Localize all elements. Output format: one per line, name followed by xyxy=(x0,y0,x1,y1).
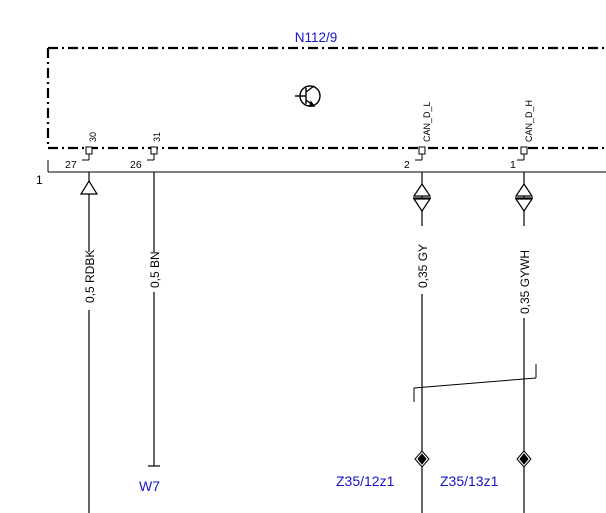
wire-gy xyxy=(412,172,432,513)
terminal-label: CAN_D_H xyxy=(524,100,534,142)
splice-label-high: Z35/13z1 xyxy=(440,473,499,489)
twisted-pair-bracket xyxy=(413,364,537,402)
pin-socket xyxy=(418,146,426,155)
pin-27: 30 27 xyxy=(65,132,98,171)
splice-label-low: Z35/12z1 xyxy=(336,473,395,489)
terminal-label: 30 xyxy=(88,132,98,142)
pin-1: CAN_D_H 1 xyxy=(510,100,534,171)
pin-socket xyxy=(85,146,93,155)
terminal-label: 31 xyxy=(152,132,162,142)
module-boundary xyxy=(46,46,606,150)
pin-number: 27 xyxy=(65,159,77,171)
ground-reference: W7 xyxy=(139,478,160,494)
splice-diamond-high xyxy=(516,450,532,468)
wire-label-bn: 0,5 BN xyxy=(148,251,162,288)
terminal-label: CAN_D_L xyxy=(422,101,432,142)
pin-number: 2 xyxy=(404,159,410,171)
wire-bn xyxy=(148,172,160,467)
pin-26: 31 26 xyxy=(130,132,162,171)
component-label: N112/9 xyxy=(295,30,338,45)
pin-socket xyxy=(520,146,528,155)
pin-2: CAN_D_L 2 xyxy=(404,101,432,171)
wire-rdbk xyxy=(79,172,99,513)
wire-label-gywh: 0,35 GYWH xyxy=(518,250,532,314)
pin-number: 1 xyxy=(510,159,516,171)
wire-label-rdbk: 0,5 RDBK xyxy=(83,250,97,303)
connector-bar xyxy=(47,160,606,173)
pin-number: 26 xyxy=(130,159,142,171)
wire-label-gy: 0,35 GY xyxy=(416,244,430,288)
pin-socket xyxy=(150,146,158,155)
wire-gywh xyxy=(514,172,534,513)
connector-label: 1 xyxy=(36,173,43,187)
transistor-symbol-icon xyxy=(295,85,321,107)
splice-diamond-low xyxy=(414,450,430,468)
